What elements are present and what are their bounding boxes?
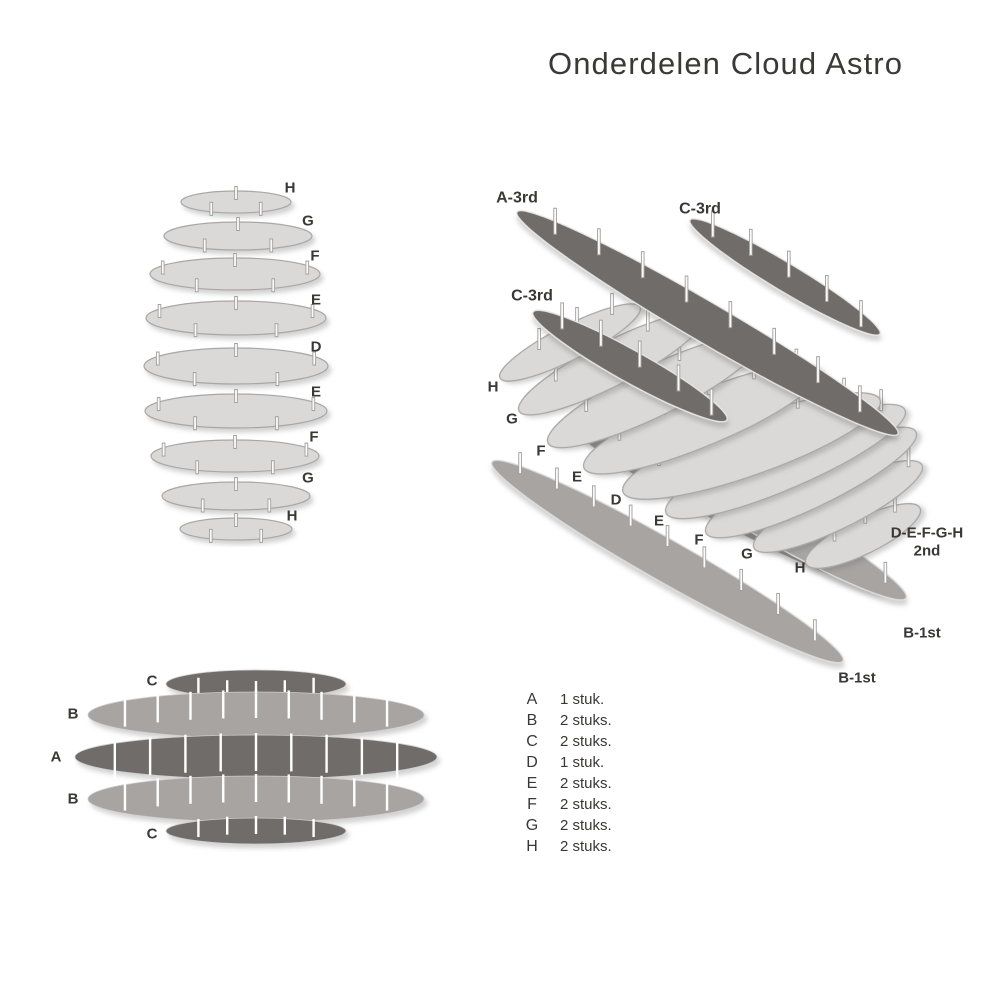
legend-row: C 2 stuks. bbox=[520, 731, 612, 752]
part-label: D bbox=[311, 339, 322, 356]
legend-part-letter: C bbox=[526, 732, 538, 750]
part-label: C bbox=[147, 826, 158, 843]
part-label: G bbox=[506, 411, 518, 428]
legend-row: E 2 stuks. bbox=[520, 773, 612, 794]
stack-disc: F bbox=[149, 248, 321, 293]
slat-shape bbox=[516, 210, 899, 436]
legend-part-quantity: 2 stuks. bbox=[560, 733, 612, 750]
part-label: H bbox=[488, 379, 499, 396]
part-label: C-3rd bbox=[511, 288, 553, 305]
legend-part-letter: A bbox=[526, 690, 538, 708]
legend-part-quantity: 2 stuks. bbox=[560, 796, 612, 813]
part-label: A-3rd bbox=[496, 190, 538, 207]
legend-part-quantity: 2 stuks. bbox=[560, 712, 612, 729]
stack-disc: G bbox=[161, 470, 314, 513]
part-label: G bbox=[741, 546, 753, 563]
side-slat: B bbox=[68, 690, 425, 739]
legend-part-quantity: 2 stuks. bbox=[560, 817, 612, 834]
parts-legend: A 1 stuk. B 2 stuks. C 2 stuks. D 1 stuk. E 2 stu… bbox=[520, 689, 612, 857]
slat-shape bbox=[491, 459, 844, 664]
legend-row: H 2 stuks. bbox=[520, 836, 612, 857]
exploded-slat-C bbox=[532, 302, 728, 423]
side-slat: B bbox=[68, 774, 425, 823]
stack-disc: G bbox=[163, 213, 314, 253]
part-label: B-1st bbox=[903, 625, 941, 642]
part-label: F bbox=[694, 532, 703, 549]
slat-shape bbox=[532, 309, 728, 423]
legend-part-quantity: 1 stuk. bbox=[560, 691, 605, 708]
part-label: H bbox=[287, 508, 298, 525]
stack-disc: H bbox=[179, 508, 298, 543]
legend-part-quantity: 2 stuks. bbox=[560, 838, 612, 855]
legend-part-letter: G bbox=[525, 816, 539, 834]
legend-part-letter: E bbox=[526, 774, 538, 792]
stack-disc: F bbox=[150, 429, 320, 475]
legend-part-letter: F bbox=[527, 795, 537, 813]
part-label: E bbox=[654, 513, 664, 530]
legend-row: G 2 stuks. bbox=[520, 815, 612, 836]
page-title: Onderdelen Cloud Astro bbox=[548, 46, 904, 81]
slat-shape bbox=[689, 218, 881, 336]
part-label: F bbox=[310, 248, 319, 265]
stack-disc: H bbox=[180, 180, 296, 216]
part-label: H bbox=[285, 180, 296, 197]
part-label: E bbox=[572, 469, 582, 486]
part-label: B-1st bbox=[838, 670, 876, 687]
part-label: G bbox=[302, 213, 314, 230]
part-label: G bbox=[302, 470, 314, 487]
legend-row: F 2 stuks. bbox=[520, 794, 612, 815]
legend-part-quantity: 2 stuks. bbox=[560, 775, 612, 792]
legend-part-letter: H bbox=[526, 837, 538, 855]
part-label: E bbox=[311, 384, 321, 401]
part-label: C bbox=[147, 673, 158, 690]
part-label: C-3rd bbox=[679, 201, 721, 218]
part-label: A bbox=[51, 749, 62, 766]
part-label: F bbox=[309, 429, 318, 446]
legend-part-quantity: 1 stuk. bbox=[560, 754, 605, 771]
exploded-slat-B bbox=[491, 452, 844, 664]
legend-part-letter: D bbox=[526, 753, 538, 771]
part-label: D bbox=[611, 492, 622, 509]
part-label: 2nd bbox=[914, 543, 941, 560]
legend-row: A 1 stuk. bbox=[520, 689, 612, 710]
stack-disc: E bbox=[145, 292, 327, 338]
part-label: E bbox=[311, 292, 321, 309]
side-view: C B A B C bbox=[51, 669, 438, 845]
legend-row: D 1 stuk. bbox=[520, 752, 612, 773]
legend-row: B 2 stuks. bbox=[520, 710, 612, 731]
part-label: B bbox=[68, 791, 79, 808]
stack-disc: D bbox=[143, 339, 329, 387]
side-slat: A bbox=[51, 733, 438, 780]
side-slat: C bbox=[147, 816, 347, 845]
part-label: D-E-F-G-H bbox=[891, 525, 963, 542]
part-label: H bbox=[795, 560, 806, 577]
part-label: F bbox=[536, 443, 545, 460]
stack-disc: E bbox=[144, 384, 328, 431]
part-label: B bbox=[68, 706, 79, 723]
exploded-slat-A bbox=[516, 207, 899, 436]
exploded-slat-C bbox=[689, 210, 881, 336]
exploded-view: A-3rdC-3rdC-3rdHGFEDEFGHD-E-F-G-H2ndB-1s… bbox=[488, 190, 964, 687]
legend-part-letter: B bbox=[526, 711, 538, 729]
